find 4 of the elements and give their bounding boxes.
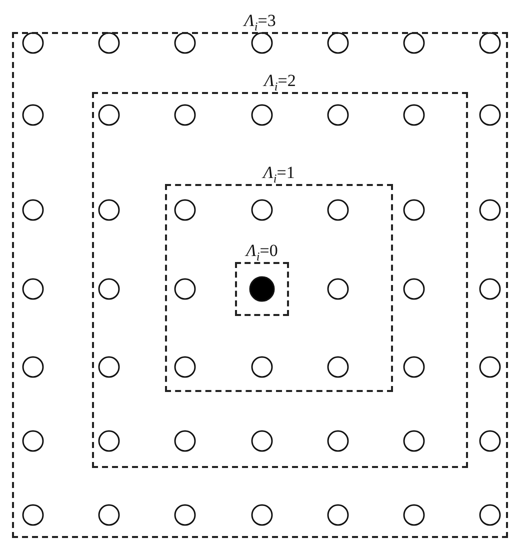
shell-label: Λ$_{i}$=3 [244, 12, 276, 32]
shell-label: Λ$_{i}$=0 [246, 242, 278, 262]
shell-label: Λ$_{i}$=1 [263, 164, 295, 184]
shell-label: Λ$_{i}$=2 [264, 72, 296, 92]
